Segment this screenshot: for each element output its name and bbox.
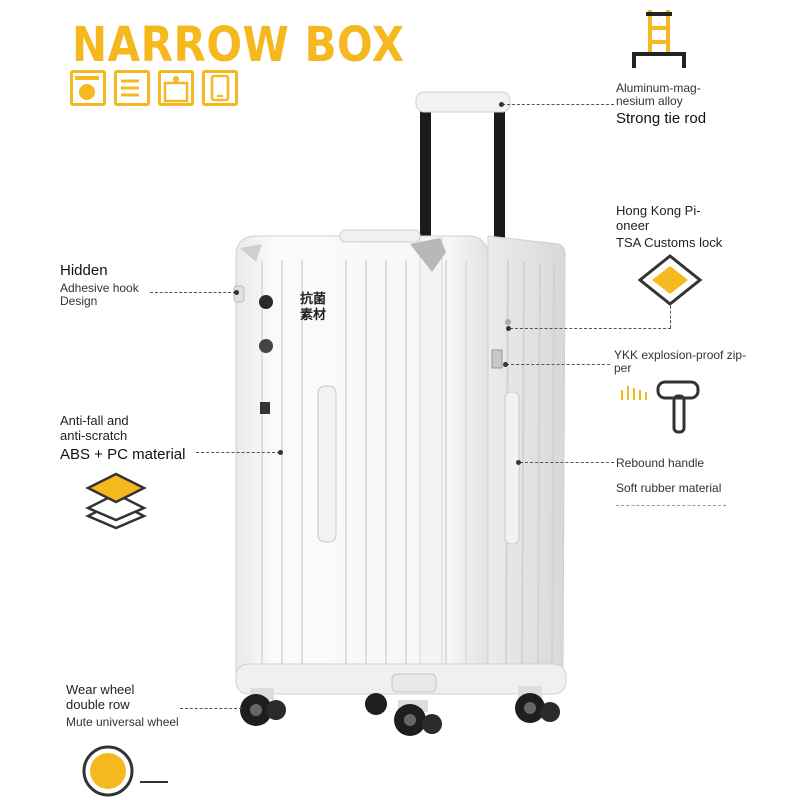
handle-leader-dot (516, 460, 521, 465)
hook-leader-line (150, 292, 236, 293)
hook-title: Hidden (60, 262, 108, 279)
tie-rod-leader-dot (499, 102, 504, 107)
tsa-leader-vertical (670, 306, 671, 328)
zipper-leader-dot (503, 362, 508, 367)
antibacterial-badge: 抗菌 素材 (296, 292, 330, 324)
tie-rod-icon (632, 10, 686, 68)
tsa-lock-icon (637, 254, 703, 306)
smartphone-icon (202, 70, 238, 106)
rebound-handle-title: Rebound handle (616, 456, 705, 470)
zipper-icon (621, 380, 700, 434)
wheel-leader-line (180, 708, 242, 709)
handle-underline (616, 505, 726, 506)
wheel-description: Mute universal wheel (66, 715, 179, 729)
layers-icon (85, 472, 147, 530)
hook-leader-dot (234, 290, 239, 295)
hook-description: Adhesive hook Design (60, 281, 139, 308)
wheel-title: Wear wheel double row (66, 682, 135, 712)
tie-rod-material-label: Aluminum-mag- nesium alloy (616, 81, 701, 108)
zipper-label: YKK explosion-proof zip- per (614, 348, 747, 375)
rebound-handle-material: Soft rubber material (616, 481, 722, 495)
material-description: Anti-fall and anti-scratch (60, 413, 129, 443)
tsa-lock-title: TSA Customs lock (616, 235, 723, 250)
tsa-lock-brand-label: Hong Kong Pi- oneer (616, 203, 701, 233)
tsa-lock-leader-line (510, 328, 671, 329)
tie-rod-title: Strong tie rod (616, 110, 707, 127)
tie-rod (415, 91, 511, 246)
material-title: ABS + PC material (60, 446, 186, 463)
material-leader-line (196, 452, 280, 453)
hanger-icon (158, 70, 194, 106)
compartment-icon (114, 70, 150, 106)
luggage-icon (70, 70, 106, 106)
badge-line-2: 素材 (299, 308, 326, 323)
tsa-lock-leader-dot (506, 326, 511, 331)
wheel-icon (82, 745, 168, 797)
rebound-handle (504, 391, 520, 545)
material-leader-dot (278, 450, 283, 455)
page-title: NARROW BOX (72, 16, 405, 73)
wheels (240, 686, 560, 736)
handle-leader-line (520, 462, 614, 463)
badge-line-1: 抗菌 (299, 292, 326, 307)
tie-rod-leader-line (502, 104, 614, 105)
zipper-leader-line (506, 364, 610, 365)
